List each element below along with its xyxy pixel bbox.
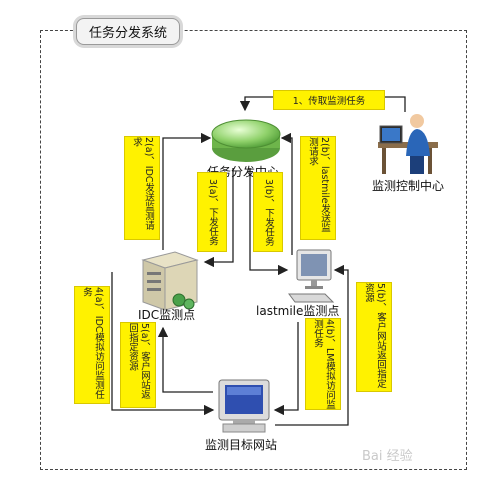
diagram-title: 任务分发系统 bbox=[76, 18, 181, 45]
edge-4b-line bbox=[273, 322, 299, 416]
edge-5b-line bbox=[275, 264, 349, 426]
edge-3a-label: 3(a)、下发任务 bbox=[197, 172, 227, 252]
edge-2b-label: 2(b)、lastmile发送监测请求 bbox=[300, 136, 336, 240]
idc-node-label: IDC监测点 bbox=[138, 308, 196, 322]
edge-2a-line bbox=[162, 132, 212, 250]
idc-server-icon bbox=[141, 251, 199, 311]
target-node-label: 监测目标网站 bbox=[205, 438, 278, 452]
edge-3b-line bbox=[249, 168, 289, 276]
lastmile-computer-icon bbox=[288, 249, 335, 303]
edge-2b-line bbox=[280, 132, 293, 255]
edge-5b-label: 5(b)、客户网站返回指定资源 bbox=[356, 282, 392, 392]
edge-5a-line bbox=[157, 326, 213, 393]
edge-3a-line bbox=[203, 168, 234, 268]
monitor-center-icon bbox=[378, 114, 438, 174]
lastmile-node-label: lastmile监测点 bbox=[256, 304, 340, 318]
edge-4a-line bbox=[111, 272, 215, 416]
center-node-icon bbox=[211, 119, 281, 162]
edge-2a-label: 2(a)、IDC发送监测请求 bbox=[124, 136, 160, 240]
edge-1-label: 1、传取监测任务 bbox=[273, 90, 385, 110]
edge-4a-label: 4(a)、IDC模拟访问监测任务 bbox=[74, 286, 110, 404]
edge-5a-label: 5(a)、客户网站返回指定资源 bbox=[120, 322, 156, 408]
monitor-center-label: 监测控制中心 bbox=[372, 179, 445, 193]
edge-3b-label: 3(b)、下发任务 bbox=[253, 172, 283, 252]
target-site-icon bbox=[218, 379, 270, 433]
edge-4b-label: 4(b)、LM模拟访问监测任务 bbox=[305, 318, 341, 410]
watermark-text: Bai 经验 bbox=[362, 449, 413, 464]
system-frame bbox=[40, 30, 467, 470]
